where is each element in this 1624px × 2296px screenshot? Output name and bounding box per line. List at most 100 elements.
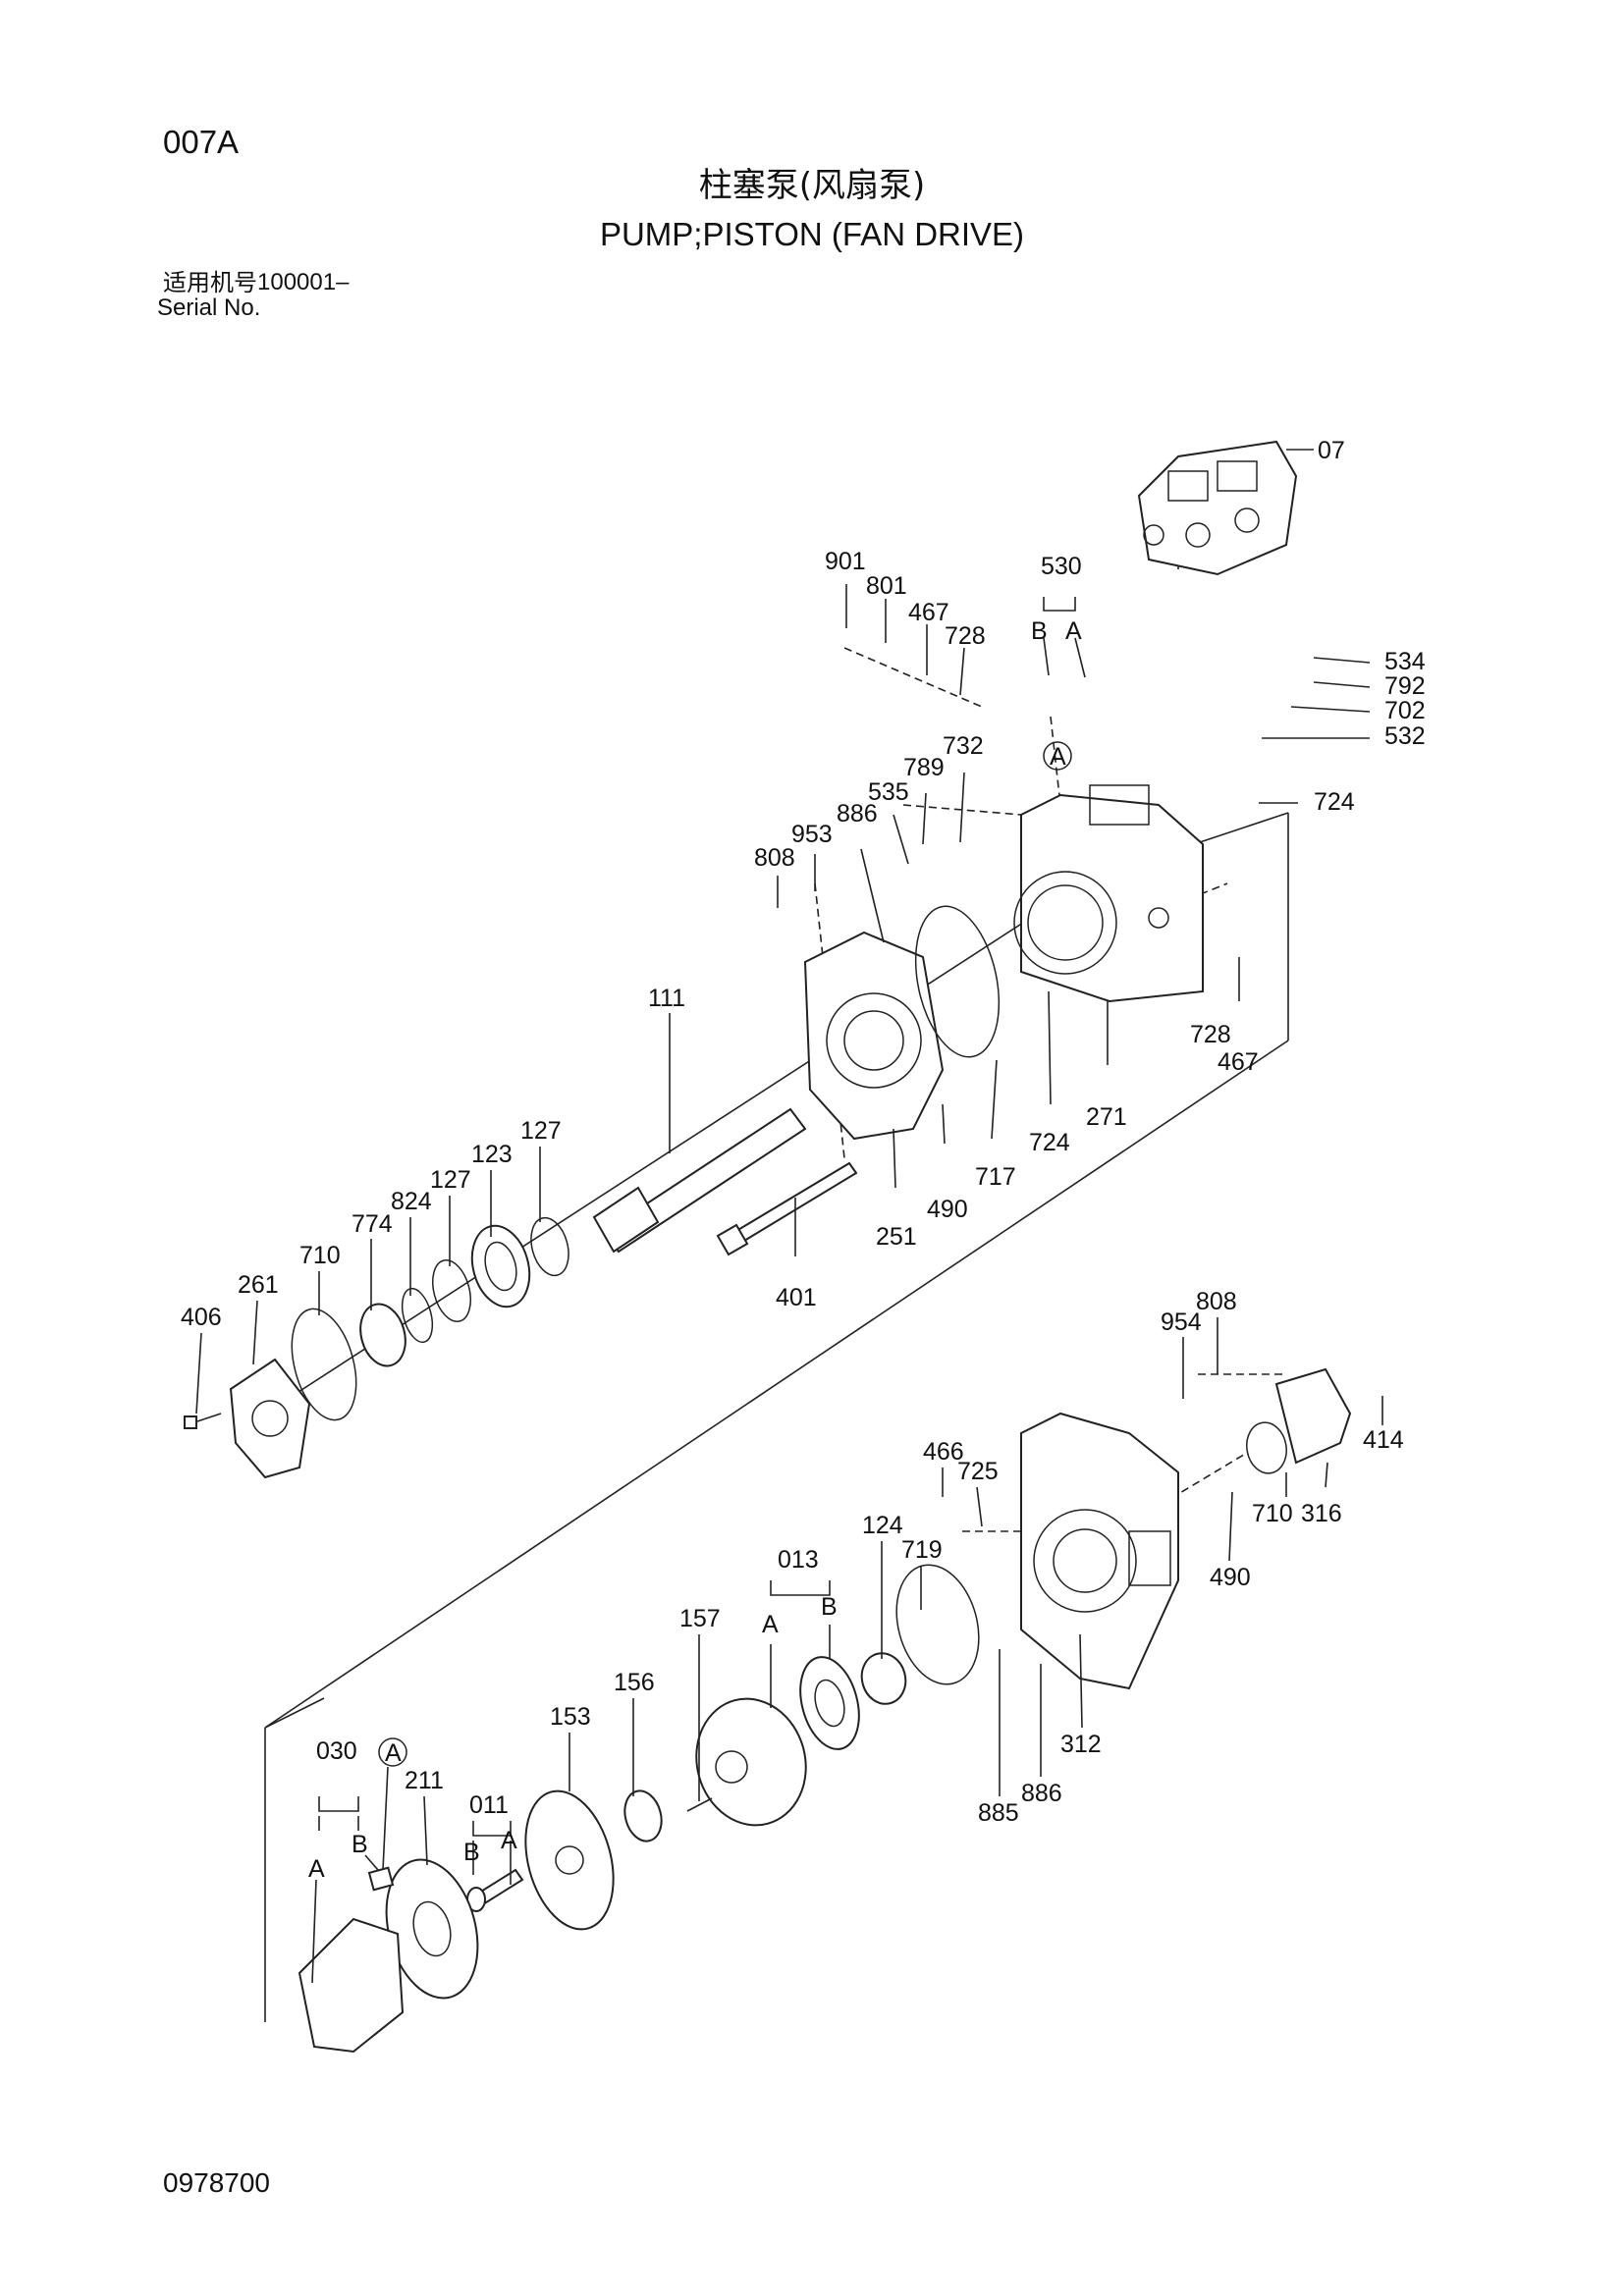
callout-030-a: A	[308, 1855, 325, 1883]
callout-725: 725	[957, 1458, 999, 1485]
serial-number-value: 100001–	[257, 269, 350, 295]
callout-535: 535	[868, 778, 909, 806]
callout-710-lower: 710	[1252, 1500, 1293, 1527]
oil-seal-774	[359, 1303, 406, 1367]
reference-marker-a2-letter: A	[385, 1739, 402, 1767]
callout-702: 702	[1384, 697, 1426, 724]
callout-251: 251	[876, 1223, 917, 1251]
callout-774: 774	[352, 1210, 393, 1238]
callout-808: 808	[754, 844, 795, 872]
callout-490-lower: 490	[1210, 1564, 1251, 1591]
document-code: 0978700	[163, 2167, 271, 2198]
callout-724-lower: 724	[1029, 1129, 1070, 1156]
o-ring-719	[895, 1564, 980, 1685]
callout-153: 153	[550, 1703, 591, 1731]
spherical-bush-156	[623, 1789, 663, 1842]
callout-414: 414	[1363, 1426, 1404, 1454]
serial-label-chinese: 适用机号	[163, 269, 257, 296]
callout-312: 312	[1060, 1731, 1102, 1758]
callout-013-b: B	[821, 1593, 838, 1621]
callout-954: 954	[1161, 1308, 1202, 1336]
reference-marker-a1-letter: A	[1050, 743, 1066, 771]
callout-717: 717	[975, 1163, 1016, 1191]
callout-808-lower: 808	[1196, 1288, 1237, 1315]
callout-013: 013	[778, 1546, 819, 1574]
callout-011-b: B	[463, 1839, 480, 1866]
callout-824: 824	[391, 1188, 432, 1215]
callout-401: 401	[776, 1284, 817, 1311]
callout-710: 710	[299, 1242, 341, 1269]
pin-157	[686, 1797, 713, 1812]
callout-792: 792	[1384, 672, 1426, 700]
callout-124: 124	[862, 1512, 903, 1539]
callout-030-b: B	[352, 1831, 368, 1858]
callout-127-upper: 127	[520, 1117, 562, 1145]
callout-801: 801	[866, 572, 907, 600]
callout-467: 467	[908, 599, 949, 626]
bolt-406	[184, 1413, 222, 1429]
callout-530-a: A	[1065, 617, 1082, 645]
callout-901: 901	[825, 548, 866, 575]
page-code: 007A	[163, 124, 240, 160]
callout-885: 885	[978, 1799, 1019, 1827]
retainer-plate-153	[524, 1789, 615, 1931]
callout-157: 157	[679, 1605, 721, 1632]
bolt-401	[716, 1161, 858, 1256]
callout-127-lower: 127	[430, 1166, 471, 1194]
callout-123: 123	[471, 1141, 513, 1168]
seal-cover-261	[229, 1358, 311, 1479]
callout-406: 406	[181, 1304, 222, 1331]
callout-011: 011	[469, 1791, 509, 1819]
cover-316	[1274, 1367, 1352, 1465]
callout-011-a: A	[501, 1827, 517, 1854]
callout-886: 886	[837, 800, 878, 828]
callout-728: 728	[945, 622, 986, 650]
callout-111: 111	[648, 985, 685, 1012]
reference-marker-a2	[378, 1737, 407, 1767]
cylinder-block	[695, 1697, 807, 1827]
callout-labels: 07 901 801 467 728 530 B A 534 792 702 5…	[181, 437, 1426, 1883]
callout-530-b: B	[1031, 617, 1048, 645]
callout-724: 724	[1314, 788, 1355, 816]
front-cover-251	[803, 931, 945, 1141]
callout-530: 530	[1041, 553, 1082, 580]
callout-467-right: 467	[1218, 1048, 1259, 1076]
snap-ring-127a	[530, 1216, 569, 1277]
swash-plate-030	[298, 1866, 405, 2054]
callout-728-right: 728	[1190, 1021, 1231, 1048]
snap-ring-127b	[431, 1258, 472, 1323]
callout-271: 271	[1086, 1103, 1127, 1131]
shoe-plate-211	[385, 1858, 479, 2000]
serial-label-english: Serial No.	[157, 294, 261, 321]
needle-bearing-124	[860, 1652, 907, 1705]
callout-07: 07	[1318, 437, 1345, 464]
callout-719: 719	[901, 1536, 943, 1564]
callout-156: 156	[614, 1669, 655, 1696]
page-title-english: PUMP;PISTON (FAN DRIVE)	[599, 216, 1025, 252]
callout-leader-lines	[195, 449, 1383, 1984]
bearing-123	[470, 1224, 531, 1308]
valve-plate-013	[799, 1656, 860, 1750]
callout-316: 316	[1301, 1500, 1342, 1527]
callout-886-lower: 886	[1021, 1780, 1062, 1807]
callout-490: 490	[927, 1196, 968, 1223]
callout-789: 789	[903, 754, 945, 781]
callout-466: 466	[923, 1438, 964, 1466]
callout-532: 532	[1384, 722, 1426, 750]
callout-732: 732	[943, 732, 984, 760]
regulator-07	[1137, 440, 1298, 576]
callout-013-a: A	[762, 1611, 779, 1638]
callout-534: 534	[1384, 648, 1426, 675]
o-ring-710b	[1246, 1421, 1287, 1474]
o-ring-717	[914, 905, 1001, 1058]
valve-block-312	[1020, 1412, 1179, 1690]
callout-030: 030	[316, 1737, 357, 1765]
page-title-chinese: 柱塞泵(风扇泵)	[698, 166, 926, 205]
pump-casing-271	[1013, 784, 1204, 1003]
callout-261: 261	[238, 1271, 279, 1299]
piston-011	[466, 1868, 524, 1912]
reference-marker-a1	[1043, 741, 1072, 771]
o-ring-710a	[291, 1308, 357, 1421]
callout-211: 211	[405, 1767, 444, 1794]
